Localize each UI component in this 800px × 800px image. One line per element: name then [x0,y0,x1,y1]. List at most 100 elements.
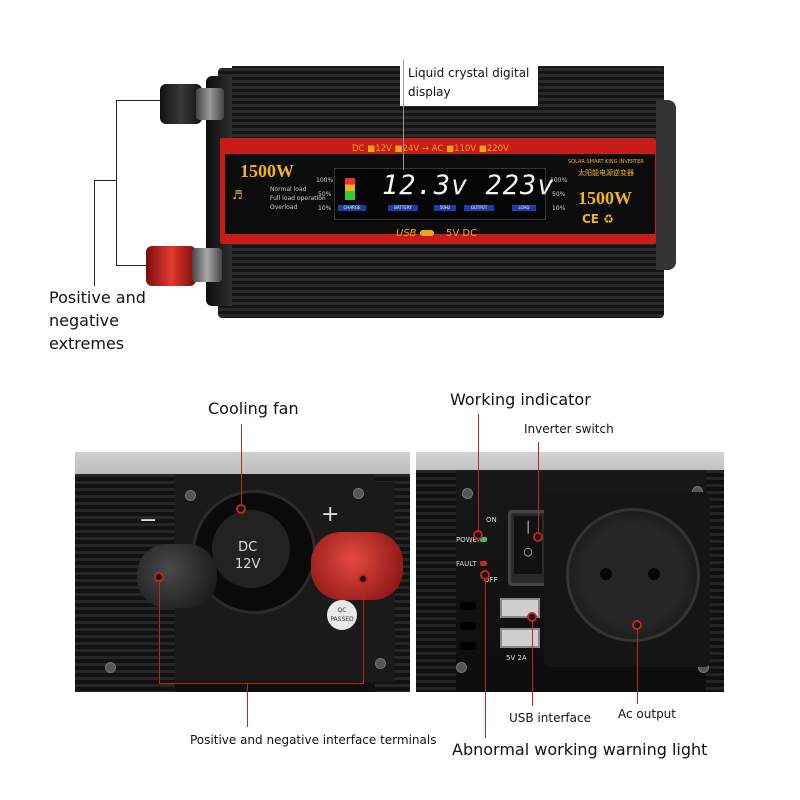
warning-light-pointer [485,578,486,738]
plus-sign: + [321,502,340,527]
terminals-label-line-3: extremes [49,334,125,353]
vent-slot [460,642,476,650]
off-text: OFF [484,576,498,584]
lcd-tag-charge: CHARGE [338,205,366,211]
lcd-label-line-1: Liquid crystal digital [408,66,530,80]
pct-50-left: 50% [318,191,332,198]
negative-terminal-dot [154,572,164,582]
rocker-switch-face[interactable]: │○ [514,516,542,574]
cooling-fan-dot [236,504,246,514]
power-led [480,537,487,542]
lcd-reading: 12.3v 223v [382,170,555,201]
inverter-switch-label: Inverter switch [524,422,614,436]
usb-interface-label: USB interface [509,711,591,725]
minus-sign: − [139,508,158,533]
wattage-right: 1500W [578,188,632,208]
brand-line-2: 太阳能电源逆变器 [578,169,634,177]
right-fin-area [706,470,724,692]
ce-recycle-marks: CE ♻ [582,212,614,226]
fan-side-photo: DC 12V − + QC PASSED [75,452,410,692]
brand-line-1: SOLAR SMART KING INVERTER [568,159,644,165]
screw [105,662,116,673]
terminal-pointer-stem [247,683,248,727]
negative-terminal-post [196,88,224,120]
warning-light-label: Abnormal working warning light [452,740,708,759]
pct-100-right: 100% [550,177,568,184]
fan-rating: DC 12V [235,539,260,573]
battery-level-icon [345,178,355,200]
socket-pin-left [600,568,612,580]
vent-slot [460,622,476,630]
fan-rating-line-1: DC [238,540,258,555]
fault-text: FAULT [456,560,477,568]
terminal-pointer-right [363,584,364,683]
socket-pin-right [648,568,660,580]
negative-terminal-knob [160,84,202,124]
lcd-tag-load: LOAD [512,205,536,211]
ac-output-pointer [637,628,638,704]
terminal-pointer-left [159,582,160,683]
positive-terminal-red-knob [311,532,403,600]
pct-100-left: 100% [316,177,334,184]
terminal-bracket-drop [94,180,95,286]
cooling-fan-pointer [241,424,242,509]
usb-label: USB [396,228,434,239]
qc-passed-sticker: QC PASSED [327,600,357,630]
positive-terminal-post [192,248,222,282]
negative-terminal-black-knob [137,544,217,608]
screw [353,488,364,499]
dc-ac-selector-row: DC ■12V ■24V → AC ■110V ■220V [352,144,509,154]
on-text: ON [486,516,497,524]
screw [185,490,196,501]
lcd-label-box [400,60,538,106]
lcd-tag-battery: BATTERY [388,205,418,211]
working-indicator-pointer [478,414,479,532]
inverter-switch-pointer [538,442,539,534]
legend-overload: Overload [270,204,298,211]
ac-socket[interactable] [566,508,700,642]
terminal-bracket-bottom [116,265,148,266]
usb-voltage: 5V DC [446,228,478,239]
lcd-label-line-2: display [408,85,451,99]
lcd-display [334,168,546,220]
lcd-tag-output: OUTPUT [464,205,494,211]
usb-port-2[interactable] [500,628,540,648]
socket-side-photo: POWER FAULT ON OFF │○ 5V 2A [416,452,724,692]
power-text: POWER [456,536,482,544]
terminal-pointer-bracket [159,683,364,684]
legend-full-load: Full load operation [270,195,326,202]
positive-terminal-dot [358,574,368,584]
usb-rating: 5V 2A [506,654,527,662]
legend-normal-load: Normal load [270,186,307,193]
cooling-fan-label: Cooling fan [208,399,299,418]
inverter-switch-dot [533,532,543,542]
terminals-label-line-2: negative [49,311,119,330]
ac-output-label: Ac output [618,707,676,721]
speaker-icon: ♬ [232,188,243,202]
pct-50-right: 50% [552,191,566,198]
vent-slot [460,602,476,610]
fan-rating-line-2: 12V [235,557,261,572]
pct-10-left: 10% [318,205,332,212]
screw [456,662,467,673]
interface-terminals-label: Positive and negative interface terminal… [190,733,437,747]
inverter-socket-side [656,100,676,270]
terminal-bracket-top [116,100,160,101]
positive-terminal-knob [146,246,196,286]
usb-text: USB [396,228,417,239]
screw [375,658,386,669]
terminal-bracket-stem [94,180,116,181]
working-indicator-dot [473,530,483,540]
pct-10-right: 10% [552,205,566,212]
lcd-pointer-line [403,60,404,170]
terminal-bracket-vertical [116,100,117,265]
terminals-label-line-1: Positive and [49,288,146,307]
fault-led [480,561,487,566]
lcd-tag-hz: 50Hz [434,205,456,211]
usb-plug-icon [419,230,434,236]
usb-interface-pointer [532,620,533,706]
fan-hub [212,510,290,588]
working-indicator-label: Working indicator [450,390,591,409]
wattage-left: 1500W [240,161,294,181]
left-fin-area [416,470,456,692]
